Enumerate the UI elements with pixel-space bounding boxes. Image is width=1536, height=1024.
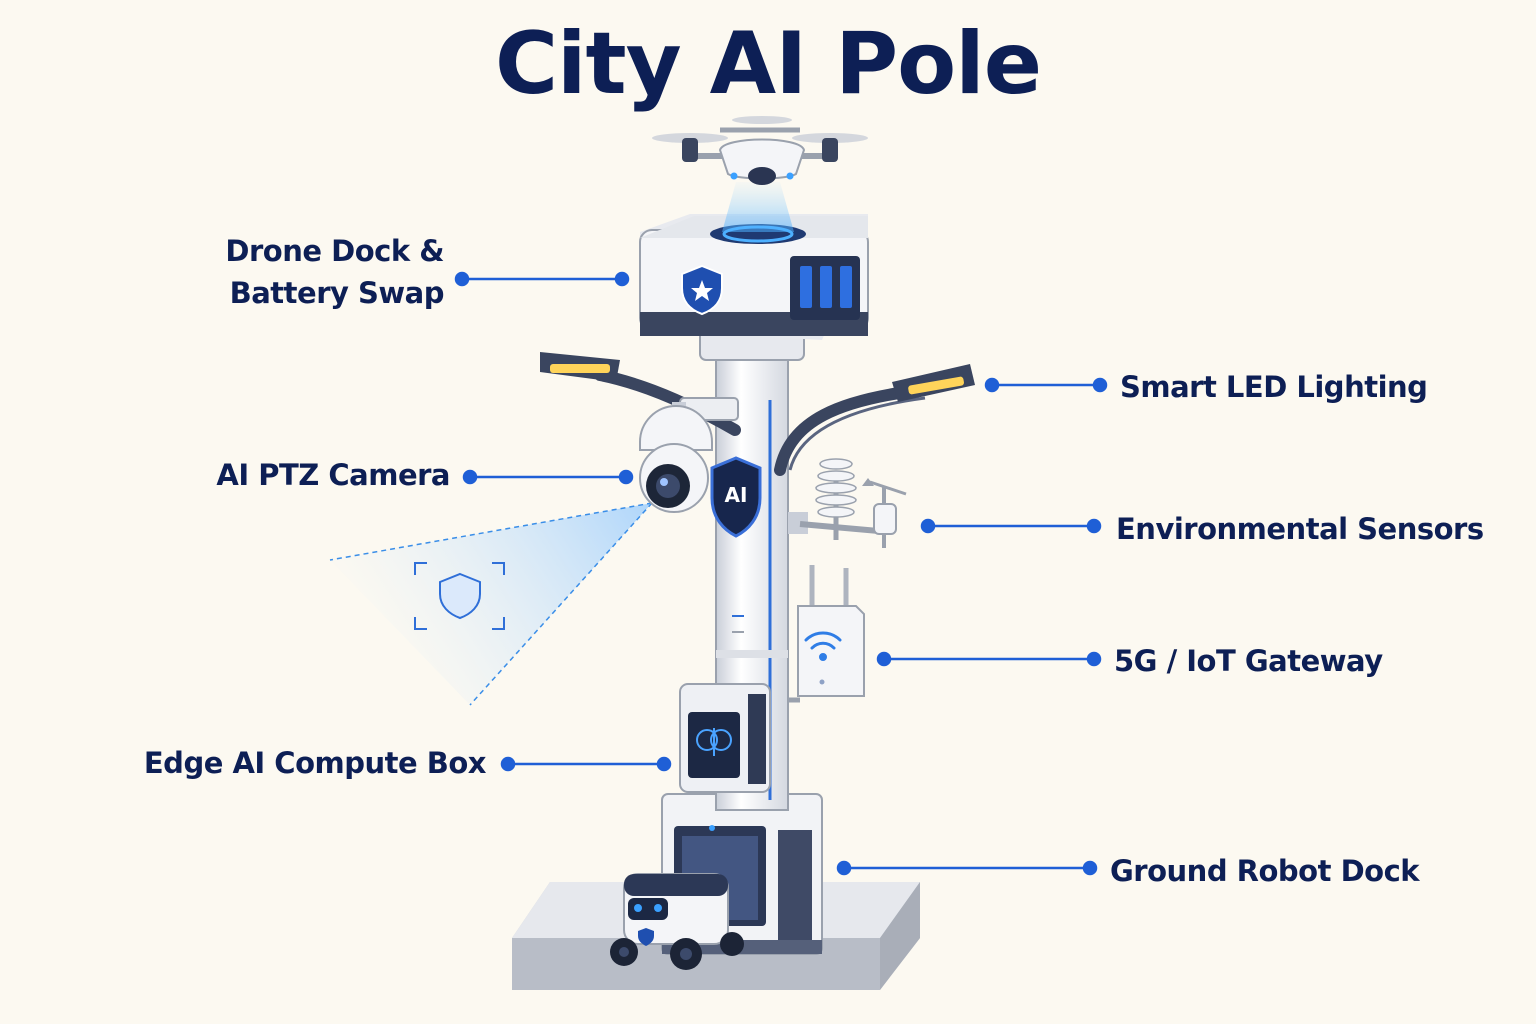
label-drone-dock-line1: Drone Dock & (225, 234, 444, 268)
light-arms (594, 369, 926, 476)
label-ptz-camera: AI PTZ Camera (216, 458, 450, 492)
label-led-lighting: Smart LED Lighting (1120, 370, 1428, 404)
label-robot-dock: Ground Robot Dock (1110, 854, 1420, 888)
shield-ai-icon: AI (710, 456, 762, 538)
label-env-sensors: Environmental Sensors (1116, 512, 1484, 546)
led-lamp-left (540, 352, 620, 382)
edge-compute-box (679, 683, 771, 793)
camera-view-cone (329, 502, 653, 706)
gateway-device (788, 565, 865, 703)
ptz-camera (639, 397, 739, 513)
wifi-icon (804, 631, 842, 661)
shield-target-icon (414, 562, 505, 630)
brain-chip-icon (696, 728, 732, 756)
label-drone-dock-line2: Battery Swap (229, 276, 445, 310)
shield-star-icon (681, 264, 723, 316)
page-title: City AI Pole (494, 14, 1042, 114)
drone-icon (652, 116, 868, 185)
drone-dock (639, 214, 869, 340)
leader-lines (454, 271, 1108, 876)
led-lamp-right (892, 364, 975, 402)
environmental-sensors (788, 458, 907, 548)
label-gateway: 5G / IoT Gateway (1114, 644, 1383, 678)
robot-icon (610, 873, 744, 970)
label-edge-box: Edge AI Compute Box (143, 746, 487, 780)
landing-beam (722, 182, 794, 232)
badge-text: AI (725, 483, 748, 507)
label-drone-dock: Drone Dock & Battery Swap (216, 230, 444, 314)
